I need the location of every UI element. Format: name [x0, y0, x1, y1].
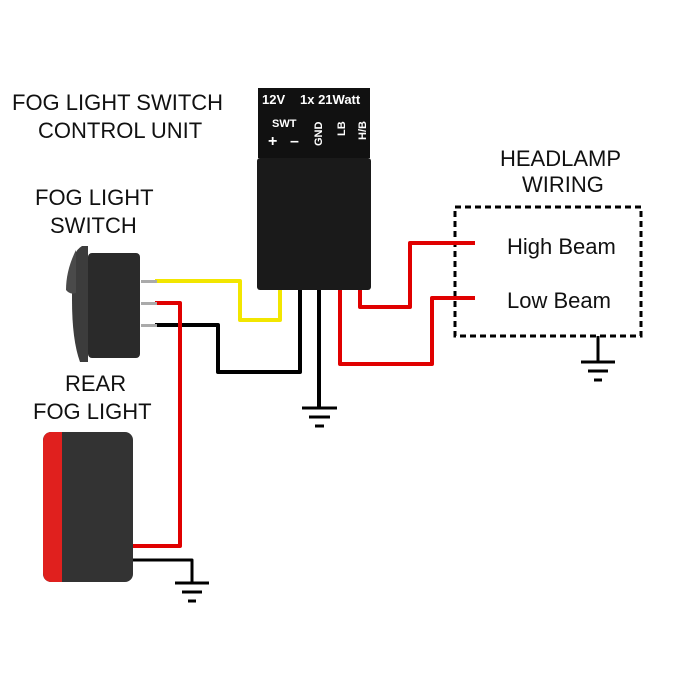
pin-minus-label: –	[290, 133, 299, 150]
black-wire-rear-ground	[133, 558, 194, 583]
rear-light-title-line1: REAR	[65, 371, 126, 396]
black-wire-switch	[155, 288, 302, 374]
red-wire-rear-fog	[133, 301, 182, 548]
switch-title-line2: SWITCH	[50, 213, 137, 238]
control-unit-title-line1: FOG LIGHT SWITCH	[12, 90, 223, 115]
high-beam-label: High Beam	[507, 234, 616, 259]
ground-symbol-icon	[302, 406, 337, 428]
control-module-icon	[257, 88, 371, 290]
headlamp-title-line1: HEADLAMP	[500, 146, 621, 171]
red-wire-low-beam	[338, 288, 475, 366]
pin-gnd-label: GND	[313, 122, 325, 147]
fog-lamp-icon	[43, 432, 133, 582]
headlamp-wiring-box	[453, 205, 643, 338]
pin-swt-label: SWT	[272, 118, 297, 130]
ground-symbol-icon	[175, 581, 209, 603]
rating-voltage: 12V	[262, 92, 285, 107]
rating-load: 1x 21Watt	[300, 92, 361, 107]
yellow-wire	[155, 279, 282, 322]
red-wire-high-beam	[358, 241, 475, 309]
pin-plus-label: +	[268, 133, 277, 150]
ground-symbol-icon	[581, 360, 615, 382]
rear-light-title-line2: FOG LIGHT	[33, 399, 152, 424]
rocker-switch-icon	[66, 246, 157, 362]
pin-lb-label: LB	[336, 121, 348, 136]
headlamp-title-line2: WIRING	[522, 172, 604, 197]
low-beam-label: Low Beam	[507, 288, 611, 313]
control-unit-title-line2: CONTROL UNIT	[38, 118, 202, 143]
pin-hb-label: H/B	[357, 121, 369, 140]
switch-title-line1: FOG LIGHT	[35, 185, 154, 210]
